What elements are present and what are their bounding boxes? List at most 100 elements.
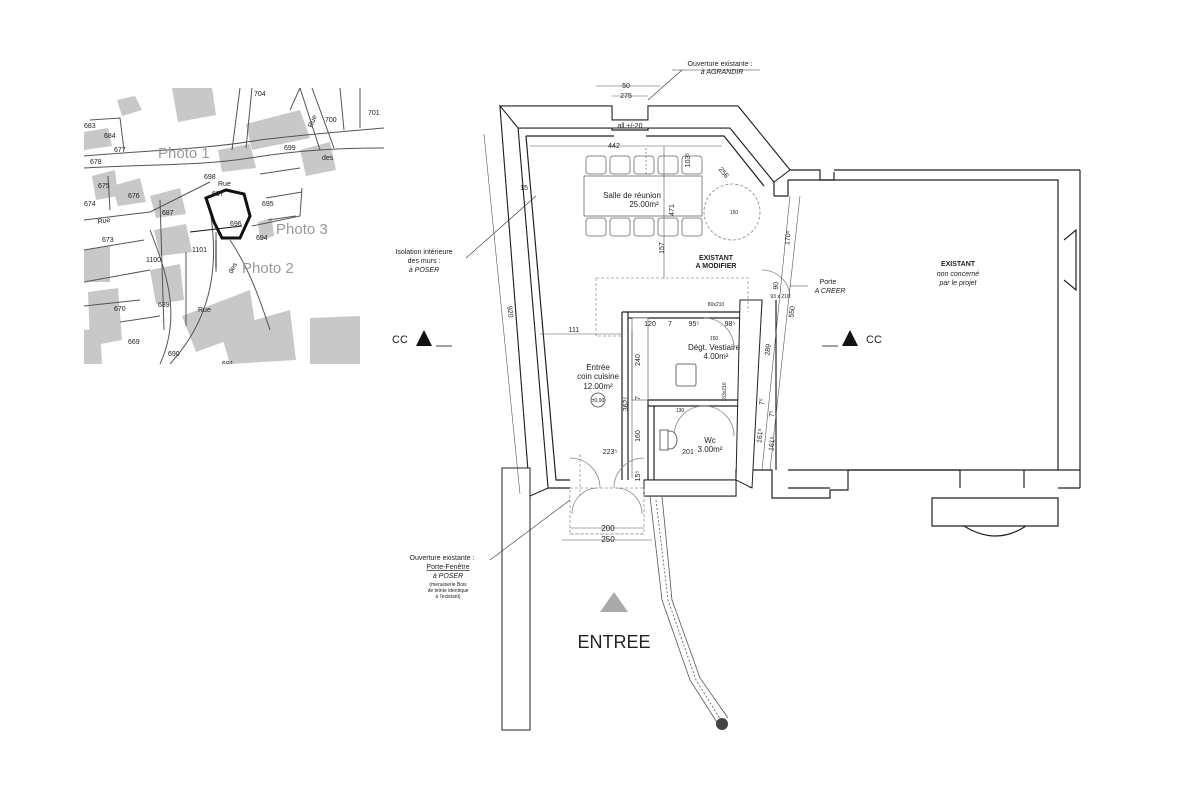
dim-920: 920 xyxy=(505,306,513,318)
room-labels: Salle de réunion 25.00m² Entrée coin cui… xyxy=(577,191,740,454)
section-label-right: CC xyxy=(866,334,882,346)
parcel-691: 691 xyxy=(222,361,234,368)
dim-256: 256 xyxy=(717,166,730,180)
entrance-path xyxy=(649,495,729,725)
parcel-689: 689 xyxy=(158,302,170,309)
entree-label: ENTREE xyxy=(577,632,650,652)
dim-15b: 15⁵ xyxy=(635,471,642,482)
dim-289: 289 xyxy=(764,344,772,356)
vestiaire-area: 4.00m² xyxy=(704,352,729,361)
isolation-2: des murs : xyxy=(408,258,441,265)
street-lines xyxy=(84,88,384,364)
dim-80x210: 80x210 xyxy=(708,302,725,308)
parcel-678: 678 xyxy=(90,159,102,166)
stair-hatch xyxy=(569,277,749,535)
dim-157: 157 xyxy=(659,242,666,254)
ouverture-top-1: Ouverture existante : xyxy=(688,61,753,68)
existant-modifier-2: A MODIFIER xyxy=(696,263,737,270)
ouverture-bottom-3: à POSER xyxy=(433,573,463,580)
parcel-701: 701 xyxy=(368,110,380,117)
dim-161b: 161⁵ xyxy=(768,436,776,451)
ouverture-bottom-5: de teinte identique xyxy=(428,588,469,594)
parcel-1100: 1100 xyxy=(146,257,161,264)
isolation-3: à POSER xyxy=(409,267,439,274)
parcel-673: 673 xyxy=(102,237,114,244)
dim-275: 275 xyxy=(620,93,632,100)
isolation-1: Isolation intérieure xyxy=(395,249,452,256)
wc-name: Wc xyxy=(704,436,716,445)
photo-2-label: Photo 2 xyxy=(242,260,294,277)
dim-240: 240 xyxy=(635,354,642,366)
meeting-room-area: 25.00m² xyxy=(629,200,659,209)
photo-labels: Photo 1 Photo 3 Photo 2 xyxy=(158,145,328,277)
dim-550: 550 xyxy=(788,306,796,318)
entry-area: 12.00m² xyxy=(583,382,613,391)
dim-93: 93 x 210 xyxy=(770,294,789,300)
street-names: Rue des Rue Rue des Rue xyxy=(97,114,334,314)
dim-95: 95⁵ xyxy=(689,321,700,328)
parcel-676: 676 xyxy=(128,193,140,200)
dim-200: 200 xyxy=(601,524,615,533)
dim-150a: 150 xyxy=(730,210,739,216)
parcel-697: 697 xyxy=(212,191,224,198)
parcel-704: 704 xyxy=(254,91,266,98)
photo-direction-lines xyxy=(189,225,243,268)
dim-7b: 7⁵ xyxy=(769,410,777,418)
parcel-669: 669 xyxy=(128,339,140,346)
dim-7d: 7 xyxy=(635,396,642,400)
annotation-labels: Ouverture existante : à AGRANDIR Isolati… xyxy=(395,61,845,600)
parcel-1101: 1101 xyxy=(192,247,207,254)
section-arrow-left xyxy=(416,330,432,346)
dim-111: 111 xyxy=(569,327,580,334)
section-markers xyxy=(416,330,858,612)
level-mark-text: ±0,00 xyxy=(592,398,605,404)
level-mark: ±0,00 xyxy=(590,392,606,408)
existant-right-3: par le projet xyxy=(939,280,978,287)
parcel-694: 694 xyxy=(256,235,268,242)
parcel-696: 696 xyxy=(230,221,242,228)
parcel-670: 670 xyxy=(114,306,126,313)
meeting-room-name: Salle de réunion xyxy=(603,191,661,200)
dim-160: 160 xyxy=(635,430,642,442)
entrance-arrow xyxy=(600,592,628,612)
dim-7c: 7 xyxy=(668,321,672,328)
bollard xyxy=(716,718,728,730)
street-label-rue-2: Rue xyxy=(198,307,211,314)
photo-1-label: Photo 1 xyxy=(158,145,210,162)
ouverture-bottom-4: (menuiserie Bois xyxy=(429,582,467,588)
parcel-698: 698 xyxy=(204,174,216,181)
right-building-walls xyxy=(774,169,1081,537)
street-label-rue-4: Rue xyxy=(97,217,111,226)
ouverture-top-2: à AGRANDIR xyxy=(701,69,744,76)
dim-50: 50 xyxy=(622,83,630,90)
parcel-684: 684 xyxy=(104,133,116,140)
dim-120: 120 xyxy=(644,321,656,328)
leader-lines xyxy=(465,69,808,561)
meeting-table xyxy=(583,155,703,237)
existant-right-italic: non concerné par le projet xyxy=(937,271,980,287)
existant-modifier-1: EXISTANT xyxy=(699,255,734,262)
alt-label: all.+/-20 xyxy=(617,123,642,130)
dim-223: 223⁵ xyxy=(603,449,618,456)
highlighted-parcel xyxy=(204,188,252,240)
photo-3-label: Photo 3 xyxy=(276,221,328,238)
street-label-rue-1: Rue xyxy=(218,181,231,188)
dim-161a: 161⁵ xyxy=(756,428,764,443)
dim-150b: 150 xyxy=(710,336,719,342)
parcel-687: 687 xyxy=(162,210,174,217)
parcel-700: 700 xyxy=(325,117,337,124)
wc-area: 3.00m² xyxy=(698,445,723,454)
dim-103x210: 103x210 xyxy=(722,382,728,401)
street-label-des-2: des xyxy=(228,261,240,275)
parcel-675: 675 xyxy=(98,183,110,190)
parcel-674: 674 xyxy=(84,201,96,208)
status-labels: EXISTANT A MODIFIER EXISTANT xyxy=(696,255,976,270)
parcel-683: 683 xyxy=(84,123,96,130)
dimension-lines xyxy=(483,85,801,541)
dim-442: 442 xyxy=(608,143,620,150)
fixtures xyxy=(631,317,697,451)
porte-2: A CREER xyxy=(814,288,846,295)
parcel-699: 699 xyxy=(284,145,296,152)
ouverture-bottom-2: Porte-Fenêtre xyxy=(426,564,469,571)
